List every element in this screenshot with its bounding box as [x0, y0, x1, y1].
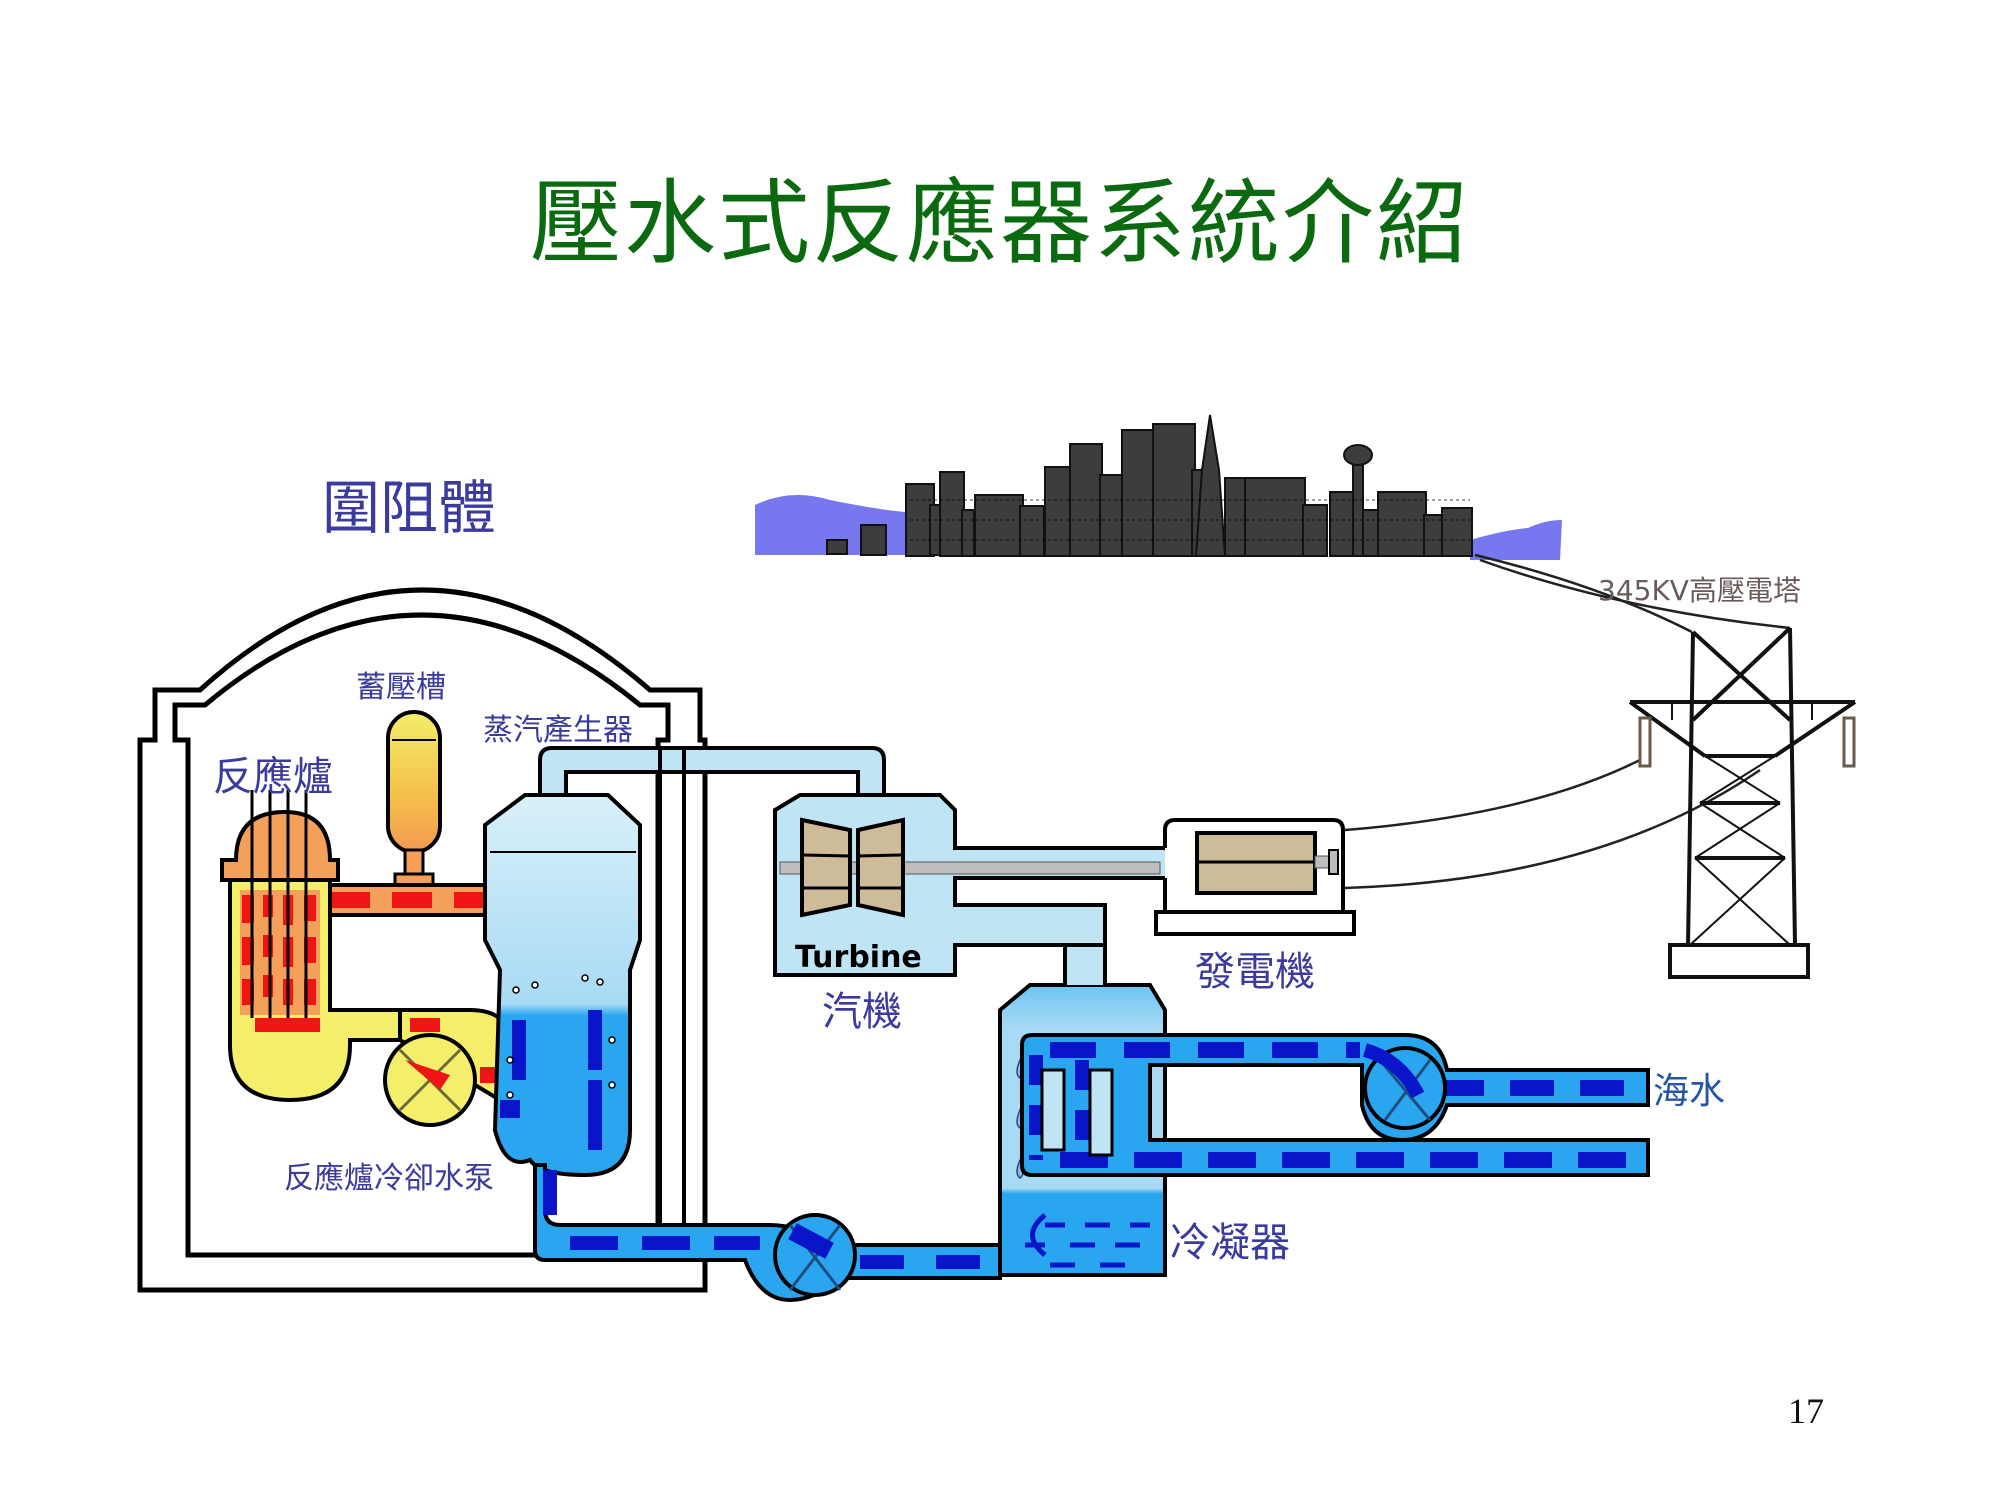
- turbine-english-label: Turbine: [795, 940, 922, 975]
- seawater-loop: [1020, 1033, 1650, 1177]
- feedwater-pump: [773, 1213, 857, 1297]
- transmission-tower-label: 345KV高壓電塔: [1598, 574, 1801, 607]
- steam-generator-label: 蒸汽產生器: [483, 713, 633, 748]
- reactor-label: 反應爐: [213, 754, 333, 800]
- reactor-coolant-pump-label: 反應爐冷卻水泵: [284, 1161, 494, 1196]
- slide-title: 壓水式反應器系統介紹: [529, 170, 1470, 277]
- containment-building: [137, 587, 708, 1293]
- condenser-label: 冷凝器: [1170, 1220, 1290, 1266]
- steam-generator: [483, 793, 642, 1178]
- reactor-coolant-pump: [383, 1033, 477, 1127]
- transmission-lines: [1344, 553, 1791, 890]
- pressurizer-label: 蓄壓槽: [356, 670, 446, 705]
- generator-label: 發電機: [1195, 949, 1315, 995]
- city-skyline: [755, 414, 1562, 560]
- seawater-label: 海水: [1653, 1071, 1725, 1112]
- turbine-label: 汽機: [822, 989, 902, 1035]
- transmission-tower: [1628, 626, 1857, 979]
- containment-label: 圍阻體: [322, 474, 496, 542]
- page-number: 17: [1788, 1391, 1824, 1431]
- feedwater-line: [533, 1163, 1002, 1303]
- reactor-vessel: [220, 790, 402, 1103]
- generator: [1154, 818, 1356, 936]
- seawater-pump: [1362, 1043, 1447, 1130]
- pressurizer-tank: [386, 710, 442, 892]
